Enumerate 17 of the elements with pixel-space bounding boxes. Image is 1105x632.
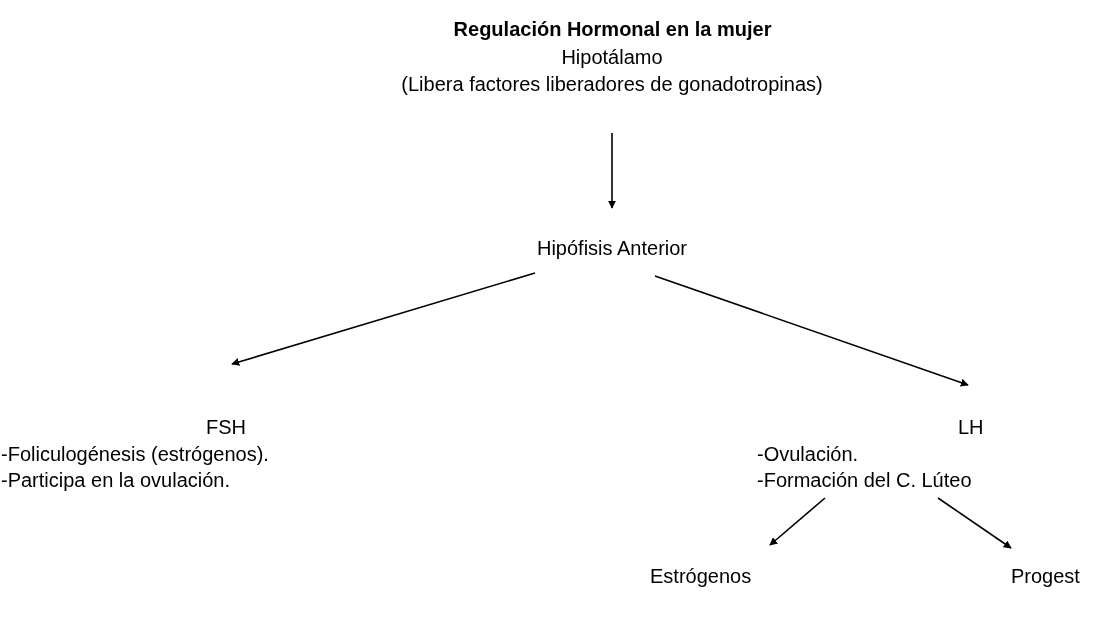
node-text: -Participa en la ovulación.	[1, 469, 230, 491]
arrow	[654, 275, 969, 387]
node-text: -Ovulación.	[757, 442, 859, 465]
arrow	[769, 497, 826, 546]
node-text: (Libera factores liberadores de gonadotropinas)	[401, 72, 823, 95]
node-heading: FSH	[206, 416, 246, 438]
node-heading: Hipotálamo	[561, 46, 663, 68]
node-text: -Foliculogénesis (estrógenos).	[1, 442, 269, 465]
node-heading: Estrógenos	[650, 565, 752, 587]
node-text: -Formación del C. Lúteo	[757, 469, 972, 491]
diagram-title: Regulación Hormonal en la mujer	[452, 17, 773, 42]
arrow	[608, 132, 616, 209]
node-heading: Progest	[1011, 565, 1080, 587]
arrow	[231, 272, 536, 366]
arrow	[937, 497, 1012, 549]
node-heading: LH	[958, 416, 984, 438]
node-heading: Hipófisis Anterior	[536, 237, 688, 259]
